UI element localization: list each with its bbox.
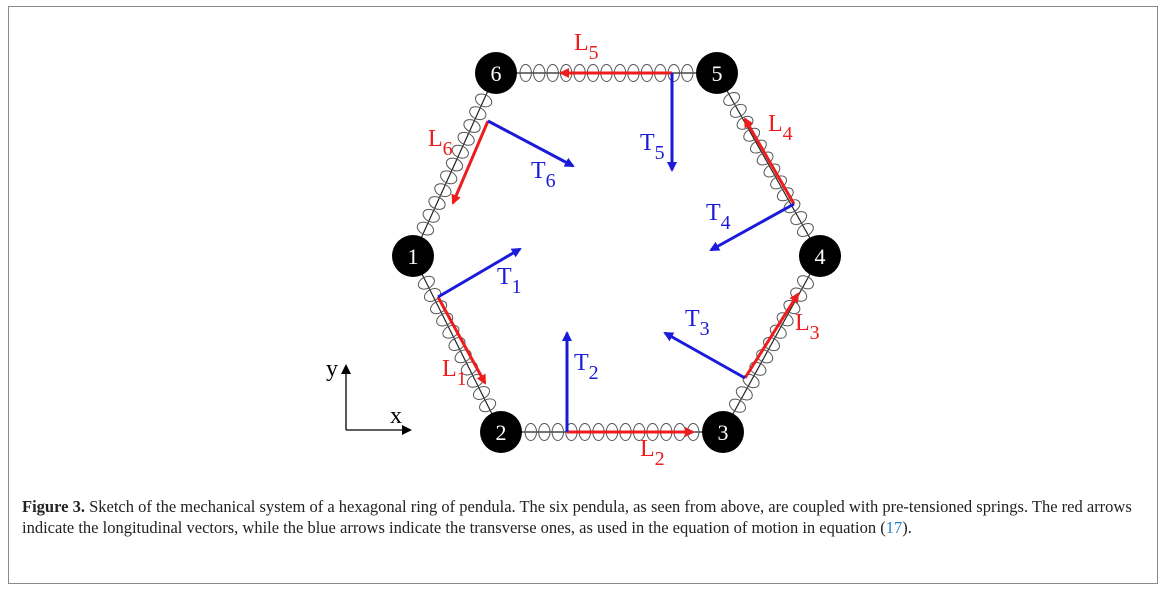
label-L4: L4 — [768, 111, 793, 145]
figure-frame — [8, 6, 1158, 584]
spring-coil — [445, 157, 464, 172]
spring-coil — [790, 211, 808, 226]
pendula-nodes: 1 2 3 4 5 6 — [392, 52, 841, 453]
label-T3: T3 — [685, 306, 710, 340]
arrow-T6 — [487, 119, 575, 168]
arrow-L6 — [451, 120, 490, 205]
spring-coil — [524, 423, 537, 441]
spring-coil — [769, 324, 787, 339]
spring-coil — [422, 208, 440, 223]
pendulum-5: 5 — [696, 52, 738, 94]
pendulum-label-2: 2 — [496, 420, 507, 445]
pendulum-2: 2 — [480, 411, 522, 453]
spring-coil — [428, 196, 446, 210]
label-L2: L2 — [640, 436, 665, 470]
spring-coil — [763, 336, 780, 352]
spring-coil — [729, 398, 746, 413]
spring-coil — [519, 64, 532, 82]
longitudinal-labels: L1 L2 L3 L4 L5 L6 — [428, 30, 820, 470]
spring-coil — [729, 103, 747, 118]
pendulum-label-4: 4 — [815, 244, 826, 269]
spring-coil — [440, 170, 458, 185]
spring-coil — [546, 64, 559, 82]
spring-coil — [796, 223, 814, 237]
longitudinal-arrows — [436, 68, 800, 437]
spring-coil — [533, 64, 546, 82]
spring-coil — [448, 337, 466, 351]
spring-coil — [735, 386, 753, 401]
label-L6: L6 — [428, 126, 453, 160]
pendulum-1: 1 — [392, 235, 434, 277]
pendulum-label-5: 5 — [712, 61, 723, 86]
spring-coil — [551, 423, 564, 441]
caption-text-end: ). — [902, 518, 912, 537]
spring-coil — [436, 312, 454, 327]
edge-1-2 — [412, 255, 502, 433]
spring-coil — [463, 119, 481, 133]
spring-coil — [479, 398, 497, 413]
pendulum-label-3: 3 — [718, 420, 729, 445]
transverse-arrows — [437, 73, 795, 432]
spring-coil — [434, 183, 452, 198]
label-T2: T2 — [574, 350, 599, 384]
spring-coil — [460, 361, 478, 376]
springs — [416, 64, 814, 441]
arrow-L1 — [436, 296, 487, 385]
spring-coil — [770, 175, 788, 190]
spring-coil — [474, 93, 493, 108]
edge-4-5 — [716, 72, 821, 257]
spring-coil — [776, 312, 794, 327]
label-T5: T5 — [640, 130, 665, 164]
arrow-L4 — [743, 117, 796, 205]
hexagon-edges — [412, 72, 821, 433]
pendulum-3: 3 — [702, 411, 744, 453]
spring-coil — [776, 187, 794, 202]
spring-coil — [423, 288, 442, 302]
spring-coil — [756, 151, 774, 166]
spring-coil — [451, 144, 469, 159]
edge-6-1 — [412, 72, 497, 257]
spring-coil — [416, 221, 435, 236]
spring-coil — [472, 386, 491, 400]
spring-coil — [430, 300, 448, 315]
pendulum-label-1: 1 — [408, 244, 419, 269]
spring-coil — [756, 349, 774, 364]
spring-coil — [442, 324, 460, 339]
spring-coil — [457, 131, 475, 146]
arrow-T4 — [709, 202, 795, 252]
label-T4: T4 — [706, 200, 731, 234]
caption-figure-label: Figure 3. — [22, 497, 85, 516]
arrow-T3 — [663, 331, 746, 380]
spring-coil — [763, 163, 781, 178]
spring-coil — [681, 64, 694, 82]
spring-coil — [538, 423, 551, 441]
label-T6: T6 — [531, 158, 556, 192]
label-T1: T1 — [497, 264, 522, 298]
label-L5: L5 — [574, 30, 599, 64]
pendulum-4: 4 — [799, 235, 841, 277]
arrow-T1 — [437, 247, 522, 299]
pendulum-label-6: 6 — [491, 61, 502, 86]
spring-coil — [417, 275, 435, 290]
spring-coil — [749, 361, 767, 376]
label-L1: L1 — [442, 356, 467, 390]
pendulum-6: 6 — [475, 52, 517, 94]
x-axis-label: x — [390, 403, 402, 429]
transverse-labels: T1 T2 T3 T4 T5 T6 — [497, 130, 731, 384]
figure-caption: Figure 3. Sketch of the mechanical syste… — [22, 496, 1142, 538]
y-axis-label: y — [326, 356, 338, 382]
equation-reference-link[interactable]: 17 — [885, 518, 903, 537]
edge-3-4 — [722, 255, 821, 433]
spring-coil — [797, 275, 814, 290]
coordinate-axes — [341, 364, 412, 435]
caption-text: Sketch of the mechanical system of a hex… — [22, 497, 1132, 537]
label-L3: L3 — [795, 310, 820, 344]
spring-coil — [469, 106, 487, 121]
spring-coil — [723, 92, 741, 106]
arrow-L3 — [743, 292, 800, 379]
spring-coil — [749, 139, 767, 154]
spring-coil — [454, 349, 472, 364]
spring-coil — [743, 127, 761, 142]
